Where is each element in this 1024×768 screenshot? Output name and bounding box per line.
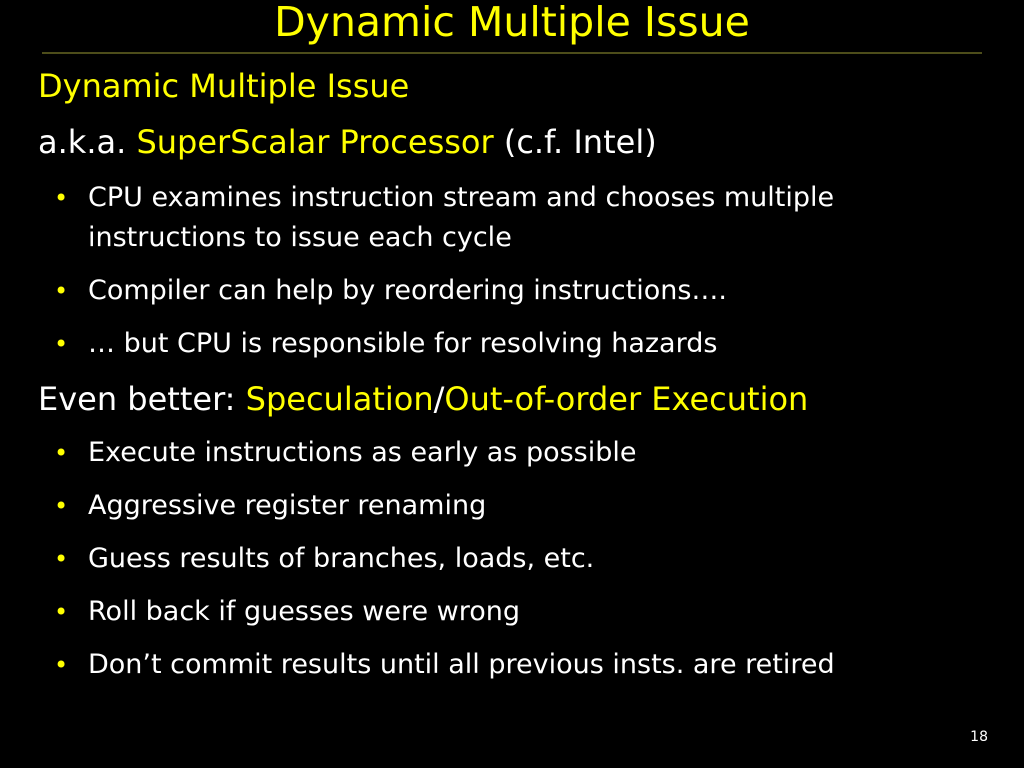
even-better-prefix: Even better: <box>38 380 246 418</box>
slide-content: Dynamic Multiple Issue a.k.a. SuperScala… <box>38 64 998 698</box>
list-item: • CPU examines instruction stream and ch… <box>38 178 998 258</box>
list-item: • Roll back if guesses were wrong <box>38 592 998 632</box>
bullet-icon: • <box>54 545 69 573</box>
slide-title: Dynamic Multiple Issue <box>274 0 750 46</box>
aka-prefix: a.k.a. <box>38 123 137 161</box>
bullet-icon: • <box>54 439 69 467</box>
list-item: • … but CPU is responsible for resolving… <box>38 324 998 364</box>
bullet-text: Guess results of branches, loads, etc. <box>88 543 595 574</box>
heading-dynamic-multiple-issue: Dynamic Multiple Issue <box>38 67 410 105</box>
bullet-text: Execute instructions as early as possibl… <box>88 437 637 468</box>
bullet-icon: • <box>54 651 69 679</box>
list-item: • Aggressive register renaming <box>38 486 998 526</box>
even-better-line: Even better: Speculation/Out-of-order Ex… <box>38 377 998 421</box>
out-of-order-highlight: Out-of-order Execution <box>444 380 809 418</box>
speculation-highlight: Speculation <box>245 380 434 418</box>
bullet-icon: • <box>54 184 69 212</box>
bullet-text: CPU examines instruction stream and choo… <box>88 182 835 253</box>
list-item: • Guess results of branches, loads, etc. <box>38 539 998 579</box>
even-better-separator: / <box>433 380 445 418</box>
list-item: • Compiler can help by reordering instru… <box>38 271 998 311</box>
aka-highlight: SuperScalar Processor <box>136 123 494 161</box>
page-number: 18 <box>970 729 988 745</box>
list-item: • Don’t commit results until all previou… <box>38 645 998 685</box>
aka-suffix: (c.f. Intel) <box>493 123 657 161</box>
bullet-text: Don’t commit results until all previous … <box>88 649 835 680</box>
bullet-list-superscalar: • CPU examines instruction stream and ch… <box>38 178 998 364</box>
bullet-text: Aggressive register renaming <box>88 490 487 521</box>
bullet-text: … but CPU is responsible for resolving h… <box>88 328 718 359</box>
title-divider <box>42 52 982 54</box>
bullet-icon: • <box>54 330 69 358</box>
bullet-icon: • <box>54 598 69 626</box>
aka-line: a.k.a. SuperScalar Processor (c.f. Intel… <box>38 120 998 164</box>
bullet-text: Roll back if guesses were wrong <box>88 596 520 627</box>
bullet-text: Compiler can help by reordering instruct… <box>88 275 727 306</box>
list-item: • Execute instructions as early as possi… <box>38 433 998 473</box>
bullet-icon: • <box>54 277 69 305</box>
bullet-list-speculation: • Execute instructions as early as possi… <box>38 433 998 685</box>
bullet-icon: • <box>54 492 69 520</box>
